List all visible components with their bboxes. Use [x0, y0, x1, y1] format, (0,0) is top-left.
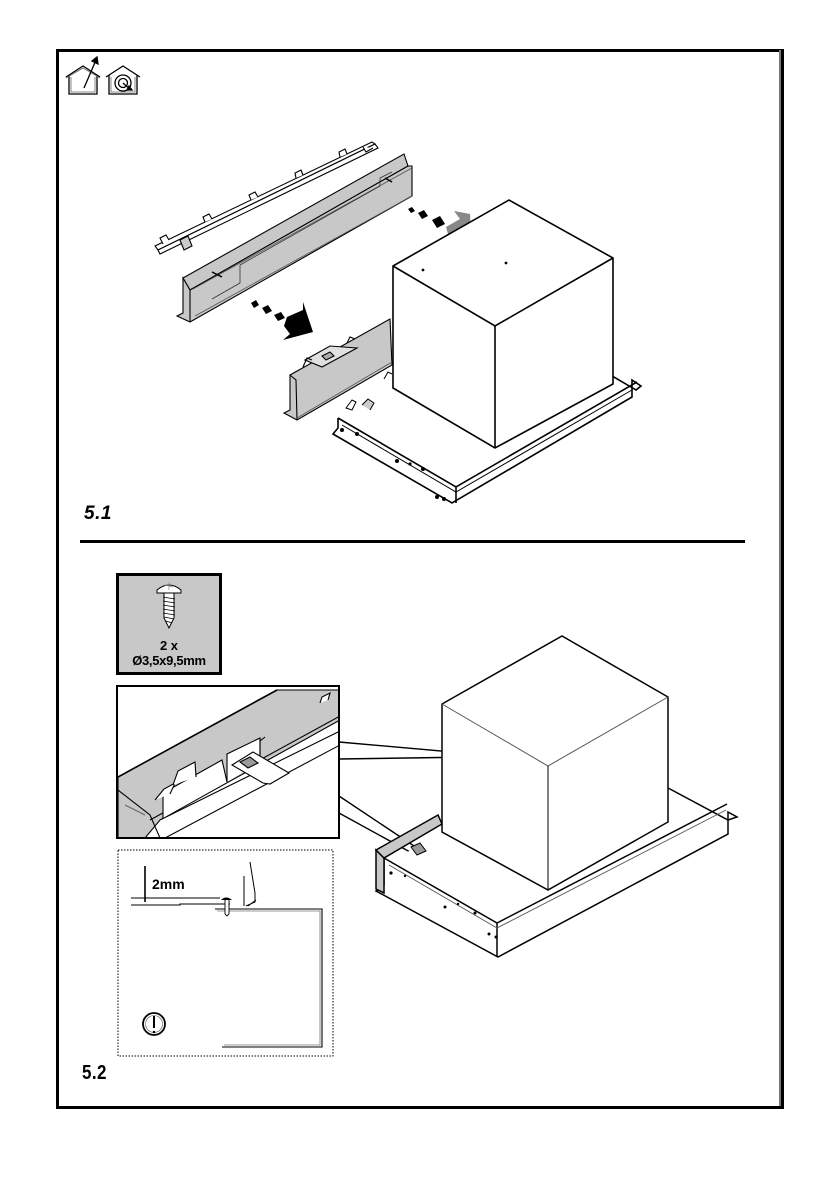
recirculation-mode-icon	[106, 66, 140, 94]
section-divider	[80, 540, 745, 543]
figure-label-5-2: 5.2	[82, 1062, 107, 1085]
section-detail	[118, 850, 333, 1056]
screw-quantity: 2 x	[119, 638, 219, 653]
figure-label-5-1: 5.1	[84, 503, 112, 525]
screw-spec-box: 2 x Ø3,5x9,5mm	[116, 573, 222, 675]
black-arrow	[251, 300, 313, 340]
screw-size: Ø3,5x9,5mm	[119, 653, 219, 668]
extraction-mode-icon	[66, 57, 100, 94]
screw-icon	[119, 576, 219, 636]
gap-dimension-label: 2mm	[152, 876, 185, 892]
hood-body-52	[376, 636, 737, 957]
